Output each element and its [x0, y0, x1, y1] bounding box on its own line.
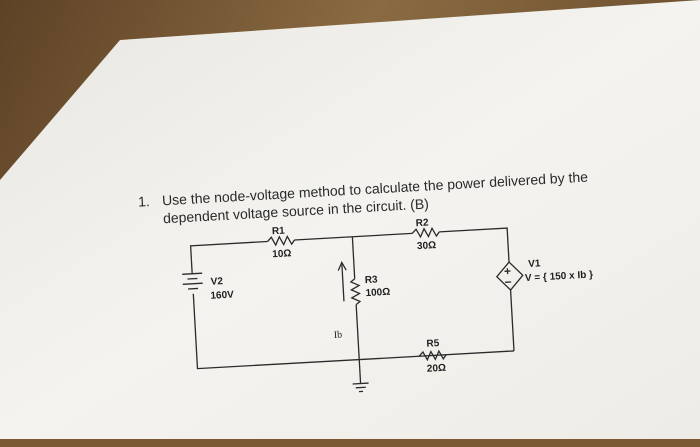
r5-value: 20Ω [427, 363, 447, 375]
current-arrow [342, 264, 344, 301]
v2-value: 160V [210, 289, 234, 301]
r1-resistor [267, 236, 294, 245]
r2-value: 30Ω [417, 240, 437, 252]
v1-diamond [496, 261, 524, 290]
v2-name: V2 [210, 276, 223, 288]
wire-left-bottom [193, 276, 514, 369]
v1-name: V1 [528, 258, 541, 270]
r5-name: R5 [426, 338, 439, 350]
wire-top-mid [294, 233, 412, 240]
r3-resistor [351, 278, 360, 304]
wire-top-right [439, 228, 509, 266]
r2-name: R2 [415, 217, 428, 229]
battery-plate1 [182, 273, 202, 274]
r1-value: 10Ω [272, 248, 292, 260]
battery-plate4 [188, 288, 198, 289]
current-label: Ib [334, 329, 343, 340]
wire-right-bottom [511, 290, 514, 351]
battery-plate2 [187, 278, 197, 279]
battery-plate3 [183, 283, 203, 284]
wire-v2-down [191, 260, 192, 274]
r3-value: 100Ω [365, 287, 390, 299]
r2-resistor [412, 228, 439, 237]
wire-top-left [191, 242, 269, 260]
r3-name: R3 [365, 274, 378, 286]
r1-name: R1 [272, 226, 285, 238]
wire-mid-vertical [352, 237, 354, 279]
wire-mid-to-ground [356, 305, 360, 384]
